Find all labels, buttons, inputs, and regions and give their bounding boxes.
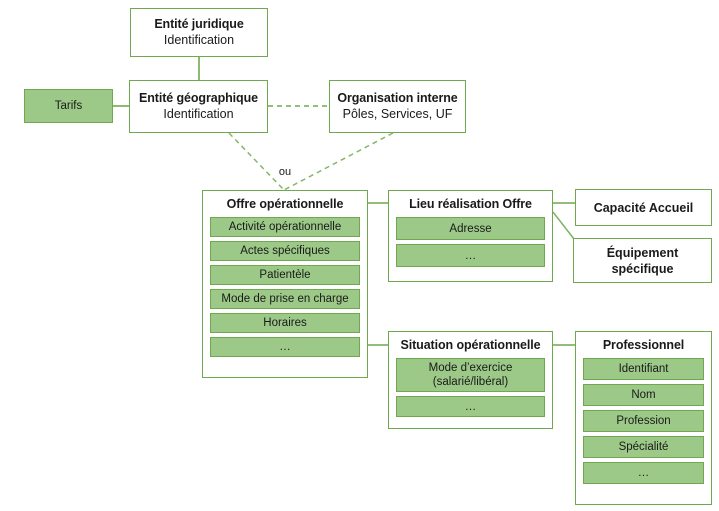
node-entite-juridique[interactable]: Entité juridique Identification [130, 8, 268, 57]
node-organisation-interne-title: Organisation interne [337, 91, 458, 105]
attribute-item[interactable]: Spécialité [583, 436, 704, 458]
node-entite-geographique[interactable]: Entité géographique Identification [129, 80, 268, 133]
node-situation-operationnelle[interactable]: Situation opérationnelle Mode d’exercice… [388, 331, 553, 429]
connector-label-ou: ou [278, 166, 292, 178]
node-capacite-accueil[interactable]: Capacité Accueil [575, 189, 712, 226]
attribute-item[interactable]: Patientèle [210, 265, 360, 285]
node-professionnel-title: Professionnel [602, 338, 685, 352]
node-equipement-specifique-title-line1: Équipement [606, 245, 679, 260]
node-entite-geographique-subtitle: Identification [163, 107, 234, 121]
attribute-item[interactable]: … [210, 337, 360, 357]
attribute-line-1: Mode d’exercice [428, 362, 513, 374]
attribute-item[interactable]: … [583, 462, 704, 484]
attribute-item[interactable]: Mode de prise en charge [210, 289, 360, 309]
connector-geographique-offre [228, 132, 285, 191]
connector-organisation-offre [283, 132, 394, 191]
attribute-item[interactable]: Activité opérationnelle [210, 217, 360, 237]
node-equipement-specifique[interactable]: Équipement spécifique [573, 238, 712, 283]
node-professionnel[interactable]: Professionnel Identifiant Nom Profession… [575, 331, 712, 505]
attribute-item[interactable]: Nom [583, 384, 704, 406]
node-lieu-realisation-offre[interactable]: Lieu réalisation Offre Adresse … [388, 190, 553, 282]
node-capacite-accueil-title: Capacité Accueil [593, 200, 694, 215]
node-entite-juridique-title: Entité juridique [154, 17, 244, 31]
attribute-item[interactable]: … [396, 244, 545, 267]
node-organisation-interne[interactable]: Organisation interne Pôles, Services, UF [329, 80, 466, 133]
node-lieu-realisation-offre-title: Lieu réalisation Offre [409, 197, 532, 211]
attribute-item[interactable]: Adresse [396, 217, 545, 240]
node-offre-operationnelle-title: Offre opérationnelle [226, 197, 344, 211]
node-offre-operationnelle[interactable]: Offre opérationnelle Activité opérationn… [202, 190, 368, 378]
node-organisation-interne-subtitle: Pôles, Services, UF [342, 107, 453, 121]
node-tarifs[interactable]: Tarifs [24, 89, 113, 123]
node-tarifs-label: Tarifs [54, 100, 83, 112]
attribute-line-2: (salarié/libéral) [432, 376, 509, 388]
node-entite-juridique-subtitle: Identification [163, 33, 235, 47]
node-situation-operationnelle-title: Situation opérationnelle [400, 338, 541, 352]
attribute-item[interactable]: … [396, 396, 545, 417]
attribute-item[interactable]: Horaires [210, 313, 360, 333]
attribute-item[interactable]: Profession [583, 410, 704, 432]
attribute-item[interactable]: Actes spécifiques [210, 241, 360, 261]
node-entite-geographique-title: Entité géographique [139, 91, 258, 105]
connector-lieu-equipement [552, 211, 575, 240]
node-equipement-specifique-title-line2: spécifique [611, 261, 674, 276]
attribute-item[interactable]: Mode d’exercice (salarié/libéral) [396, 358, 545, 392]
attribute-item[interactable]: Identifiant [583, 358, 704, 380]
